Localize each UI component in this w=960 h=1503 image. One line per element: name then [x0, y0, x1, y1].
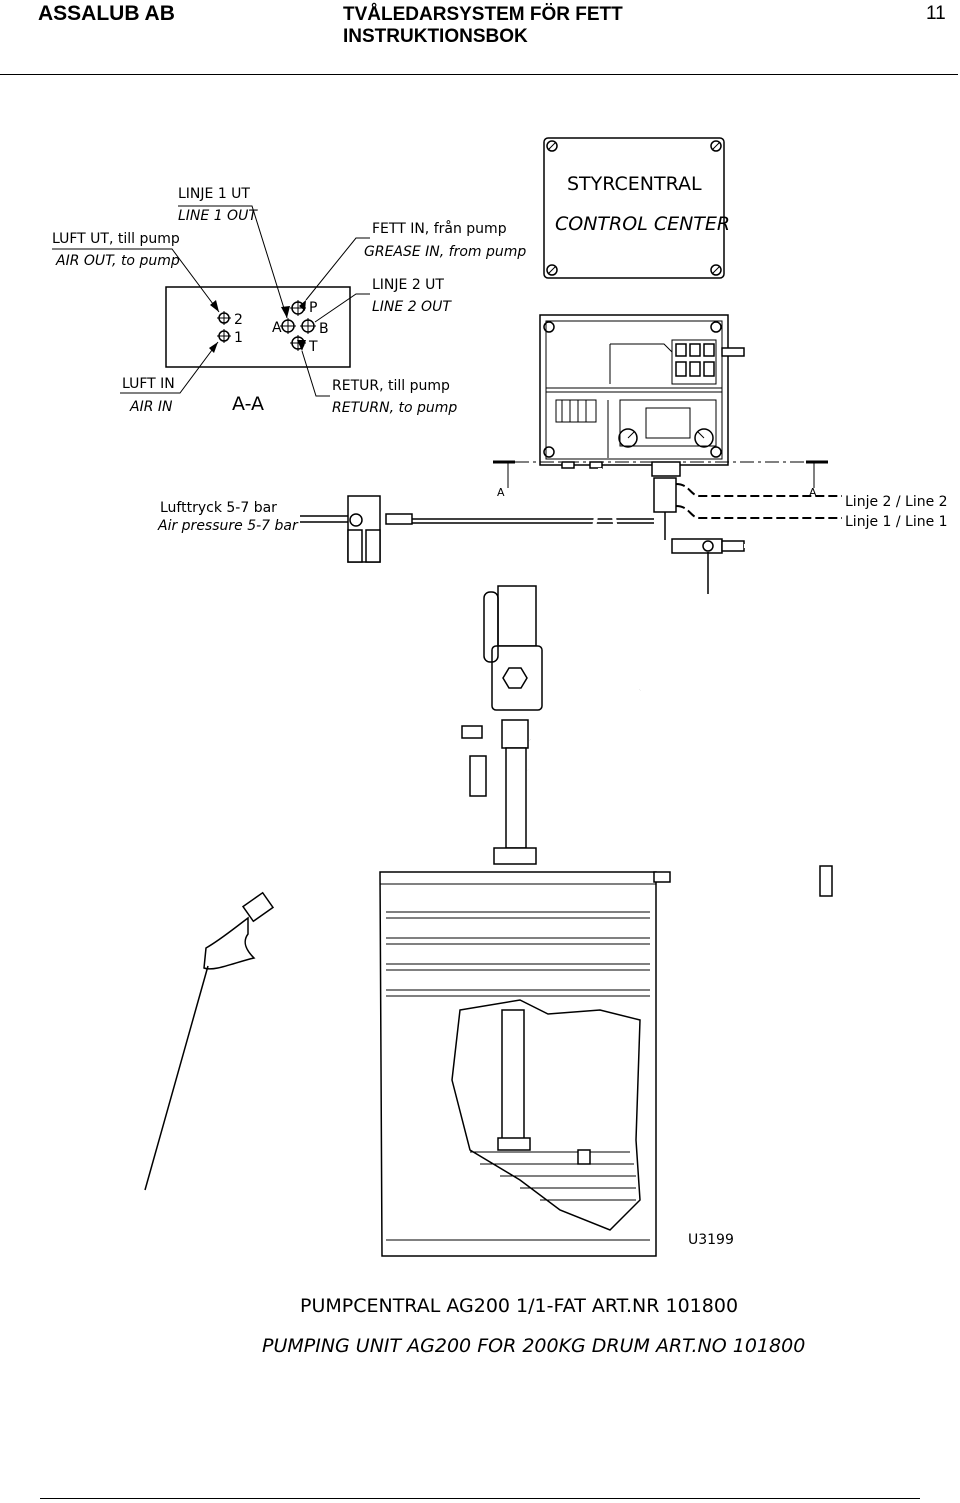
valve-block-outline: [165, 286, 351, 368]
section-leader-lines: [52, 205, 370, 397]
control-center-label-en: CONTROL CENTER: [555, 213, 730, 235]
port-label-b: B: [319, 321, 329, 337]
label-grease-in-en: GREASE IN, from pump: [364, 244, 526, 260]
port-label-2: 2: [234, 312, 243, 328]
label-return-en: RETURN, to pump: [332, 400, 457, 416]
hoses: [260, 467, 693, 912]
label-return-sv: RETUR, till pump: [332, 378, 450, 394]
port-label-1: 1: [234, 330, 243, 346]
control-center-cover: STYRCENTRAL CONTROL CENTER: [543, 137, 730, 279]
port-symbols: [217, 300, 316, 351]
section-mark-left: A: [497, 486, 505, 499]
section-mark-right: A: [809, 486, 817, 499]
line-outlets: [653, 477, 842, 540]
company-name: ASSALUB AB: [38, 2, 175, 25]
footer-rule: [40, 1498, 920, 1499]
document-title-line2: INSTRUKTIONSBOK: [343, 26, 528, 47]
label-grease-in-sv: FETT IN, från pump: [372, 220, 507, 237]
section-name: A-A: [232, 393, 264, 415]
control-center-box: [539, 314, 745, 477]
section-a-a-detail: 2 1 A P B T LINJE 1 UT LINE 1 OUT LUFT U…: [52, 186, 526, 416]
label-line2-out-en: LINE 2 OUT: [372, 299, 452, 315]
line1-label: Linje 1 / Line 1: [845, 514, 948, 530]
label-line1-out-sv: LINJE 1 UT: [178, 186, 250, 202]
label-air-in-en: AIR IN: [129, 399, 173, 415]
drawing-number: U3199: [688, 1232, 734, 1248]
grease-drum: [379, 871, 671, 1257]
label-air-out-en: AIR OUT, to pump: [55, 253, 180, 269]
label-line2-out-sv: LINJE 2 UT: [372, 277, 444, 293]
outlet-manifold: [671, 538, 833, 897]
air-pressure-label-en: Air pressure 5-7 bar: [157, 518, 299, 534]
port-label-p: P: [309, 300, 317, 316]
air-filter-regulator: [300, 495, 654, 563]
document-title-line1: TVÅLEDARSYSTEM FÖR FETT: [343, 4, 623, 25]
port-label-t: T: [308, 339, 318, 355]
label-air-out-sv: LUFT UT, till pump: [52, 231, 180, 247]
pump: [461, 585, 543, 865]
air-gun: [144, 891, 275, 1191]
control-center-label-sv: STYRCENTRAL: [567, 173, 702, 195]
port-label-a: A: [272, 320, 282, 336]
page-header: ASSALUB AB TVÅLEDARSYSTEM FÖR FETT INSTR…: [0, 0, 960, 76]
document-title: TVÅLEDARSYSTEM FÖR FETT INSTRUKTIONSBOK: [343, 4, 623, 48]
label-line1-out-en: LINE 1 OUT: [178, 208, 258, 224]
caption-sv: PUMPCENTRAL AG200 1/1-FAT ART.NR 101800: [300, 1295, 738, 1317]
line2-label: Linje 2 / Line 2: [845, 494, 948, 510]
air-pressure-label-sv: Lufttryck 5-7 bar: [160, 500, 277, 516]
label-air-in-sv: LUFT IN: [122, 376, 175, 392]
header-rule: [0, 74, 958, 75]
caption-en: PUMPING UNIT AG200 FOR 200KG DRUM ART.NO…: [262, 1335, 805, 1357]
section-cut-line: [493, 460, 828, 488]
page-number: 11: [926, 3, 946, 24]
